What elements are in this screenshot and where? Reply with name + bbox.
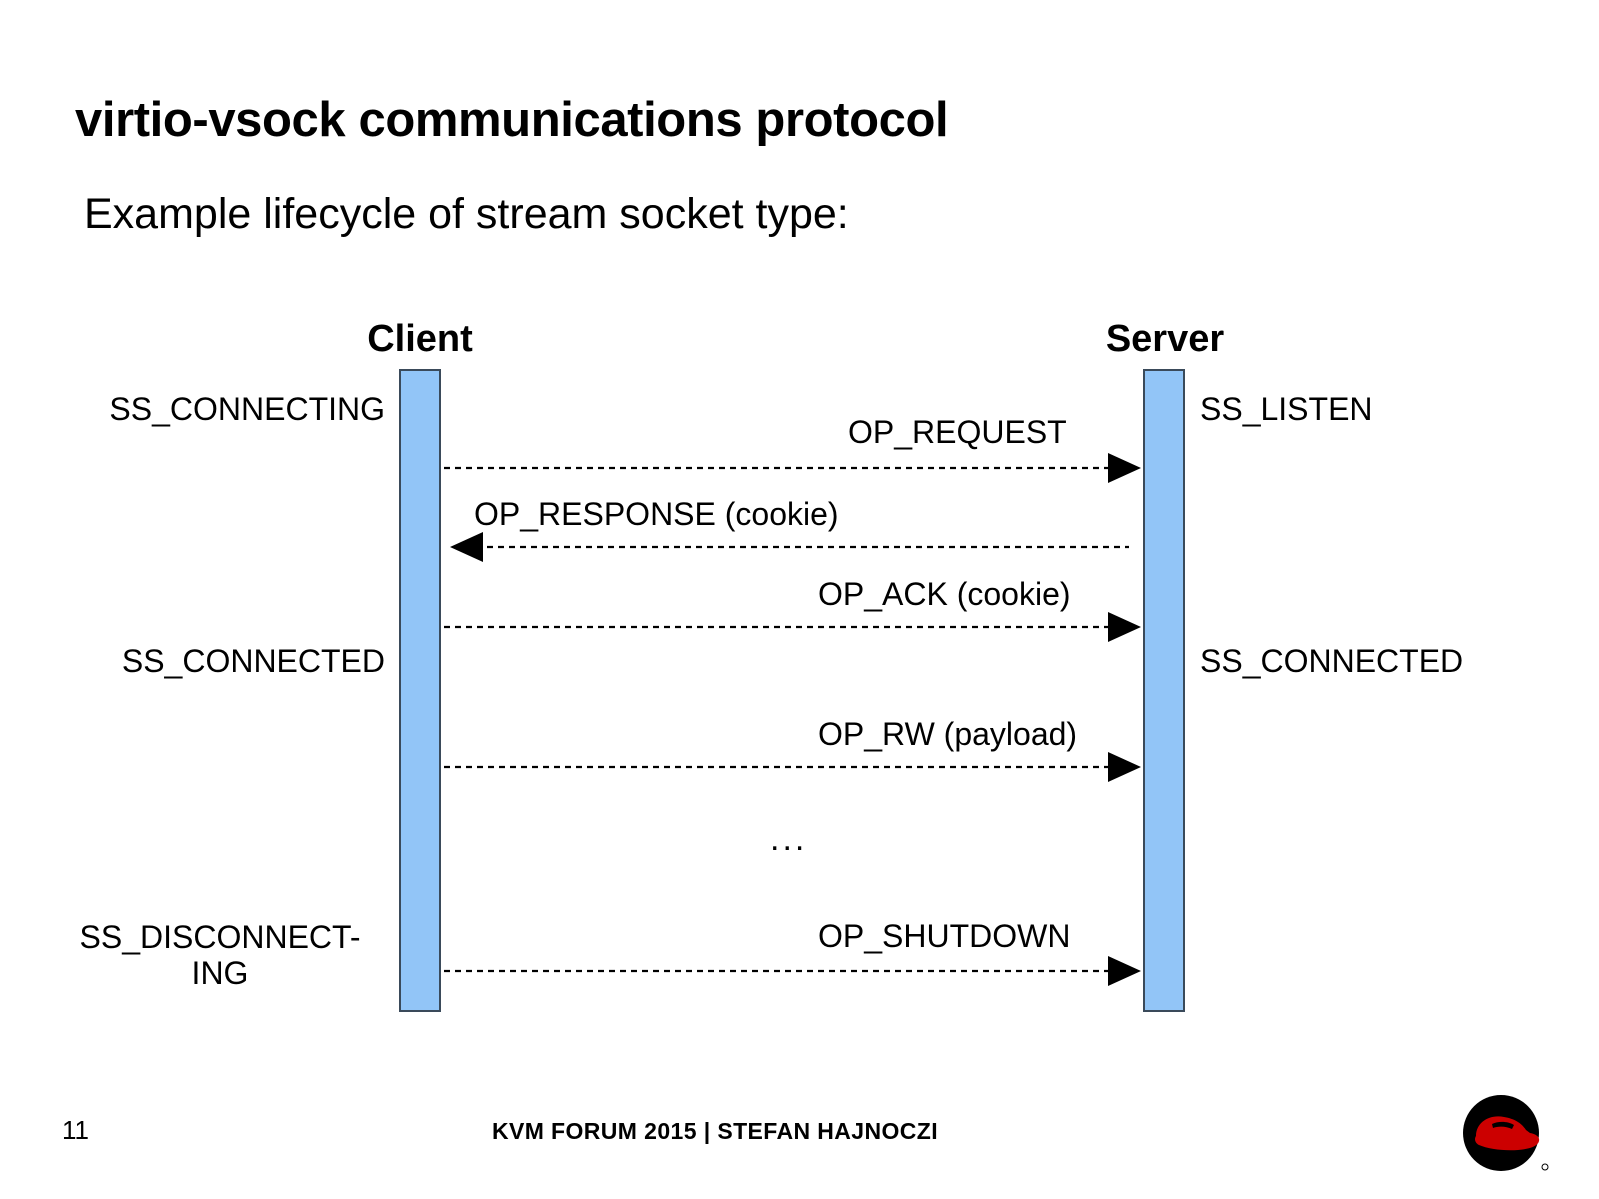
continuation-ellipsis: ... (770, 820, 808, 858)
redhat-shadowman-logo (1463, 1095, 1549, 1171)
footer-credit: KVM FORUM 2015 | STEFAN HAJNOCZI (491, 1118, 939, 1144)
sequence-diagram: Client Server SS_CONNECTING SS_CONNECTED… (79, 318, 1464, 1012)
actor-header-client: Client (367, 318, 473, 360)
lifeline-bar-client (399, 369, 441, 1012)
message-label-op-ack: OP_ACK (cookie) (818, 576, 1071, 612)
message-arrow-op-response (450, 532, 1129, 562)
state-label-client-connected: SS_CONNECTED (121, 643, 385, 679)
message-arrow-op-request (444, 453, 1141, 483)
message-label-op-rw: OP_RW (payload) (818, 716, 1078, 752)
message-label-op-shutdown: OP_SHUTDOWN (818, 918, 1071, 954)
slide-subtitle: Example lifecycle of stream socket type: (84, 190, 849, 238)
message-arrow-op-rw (444, 752, 1141, 782)
page-title: virtio-vsock communications protocol (75, 93, 949, 147)
state-label-client-connecting: SS_CONNECTING (109, 391, 385, 427)
state-label-client-disconnecting: SS_DISCONNECT-ING (79, 919, 361, 991)
lifeline-bar-server (1143, 369, 1185, 1012)
state-label-server-connected: SS_CONNECTED (1200, 643, 1464, 679)
actor-header-server: Server (1105, 318, 1225, 360)
footer-page-number: 11 (62, 1115, 89, 1145)
message-label-op-response: OP_RESPONSE (cookie) (474, 496, 839, 532)
message-label-op-request: OP_REQUEST (848, 414, 1067, 450)
message-arrow-op-shutdown (444, 956, 1141, 986)
state-label-server-listen: SS_LISTEN (1200, 391, 1373, 427)
message-arrow-op-ack (444, 612, 1141, 642)
